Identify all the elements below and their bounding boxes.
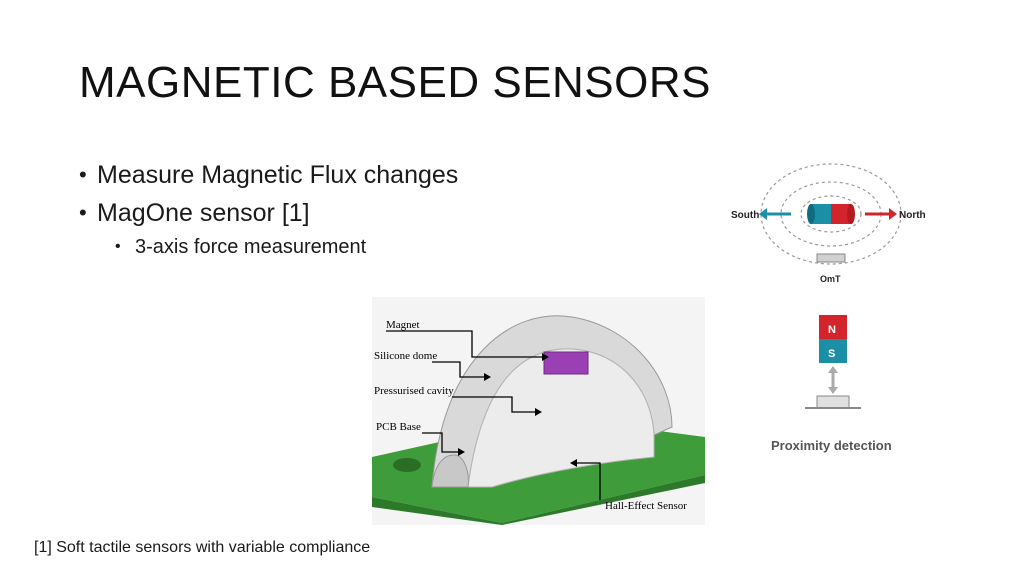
label-north: North: [899, 210, 926, 221]
magnet-south-half: [811, 204, 831, 224]
bullet-text: Measure Magnetic Flux changes: [97, 161, 459, 189]
label-silicone-dome: Silicone dome: [374, 350, 437, 362]
bullet-item: • MagOne sensor [1]: [79, 194, 458, 232]
label-pressurised-cavity: Pressurised cavity: [374, 385, 454, 397]
bullet-dot-icon: •: [79, 162, 87, 187]
label-pcb-base: PCB Base: [376, 421, 421, 433]
footnote: [1] Soft tactile sensors with variable c…: [34, 539, 371, 556]
up-arrow-icon: [828, 366, 838, 373]
bullet-dot-icon: •: [115, 238, 121, 255]
label-magnet: Magnet: [386, 319, 420, 331]
down-arrow-icon: [828, 387, 838, 394]
bullet-item: • Measure Magnetic Flux changes: [79, 156, 458, 194]
magnet-north-vertical: [819, 315, 847, 339]
north-arrow-icon: [889, 208, 897, 220]
magnet-block: [543, 351, 589, 375]
label-omt: OmT: [820, 274, 841, 284]
label-n: N: [828, 324, 836, 336]
magnet-south-vertical: [819, 339, 847, 363]
bullet-text: MagOne sensor [1]: [97, 199, 310, 227]
caption-proximity-detection: Proximity detection: [771, 438, 892, 453]
south-arrow-icon: [759, 208, 767, 220]
omt-proximity-diagram: South North OmT N S Proximity detection: [731, 163, 926, 453]
sub-bullet-text: 3-axis force measurement: [135, 236, 367, 258]
slide-title: MAGNETIC BASED SENSORS: [79, 58, 712, 107]
bullet-dot-icon: •: [79, 200, 87, 225]
label-hall-effect-sensor: Hall-Effect Sensor: [605, 500, 687, 512]
omt-chip-icon: [816, 395, 850, 409]
magone-sensor-diagram: Magnet Silicone dome Pressurised cavity …: [372, 297, 705, 525]
label-south: South: [731, 210, 759, 221]
label-s: S: [828, 348, 835, 360]
sub-bullet-item: • 3-axis force measurement: [115, 232, 458, 262]
magnet-north-half: [831, 204, 851, 224]
bullet-list: • Measure Magnetic Flux changes • MagOne…: [79, 156, 458, 262]
